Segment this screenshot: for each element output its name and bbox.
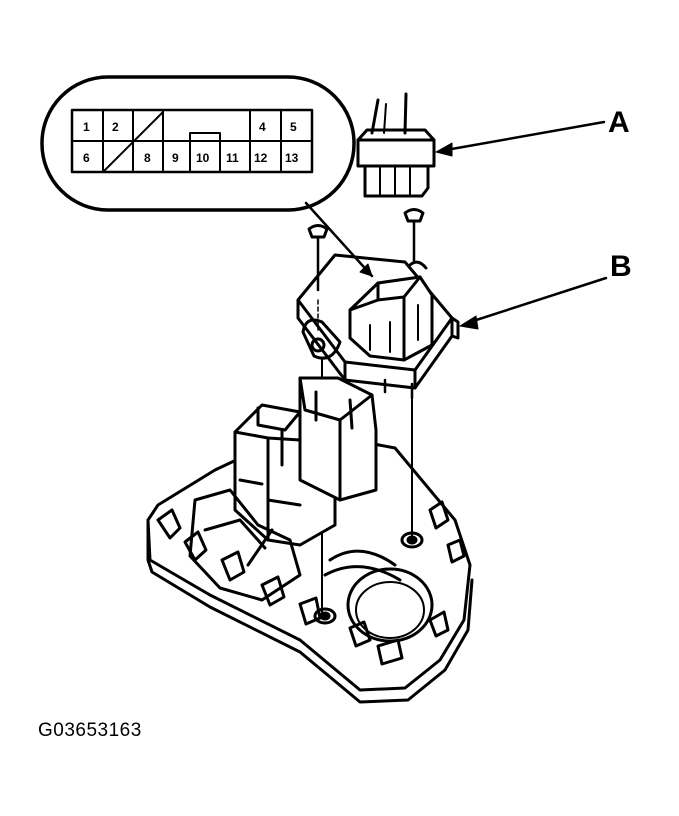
pin-label: 1 xyxy=(83,120,90,134)
screw-right xyxy=(403,208,425,264)
pin-label: 9 xyxy=(172,151,179,165)
connector-inset xyxy=(40,75,356,212)
figure-id: G03653163 xyxy=(38,720,142,741)
pin-label: 11 xyxy=(226,151,239,165)
callout-b: B xyxy=(610,250,632,283)
pin-label: 2 xyxy=(112,120,119,134)
console-base xyxy=(146,376,474,704)
pin-label: 12 xyxy=(254,151,268,165)
pin-label: 8 xyxy=(144,151,151,165)
pin-label: 10 xyxy=(196,151,210,165)
harness-connector-a xyxy=(356,92,436,198)
callout-a: A xyxy=(608,106,630,139)
pin-label: 13 xyxy=(285,151,299,165)
pin-label: 4 xyxy=(259,120,266,134)
pin-label: 5 xyxy=(290,120,297,134)
pin-label: 6 xyxy=(83,151,90,165)
